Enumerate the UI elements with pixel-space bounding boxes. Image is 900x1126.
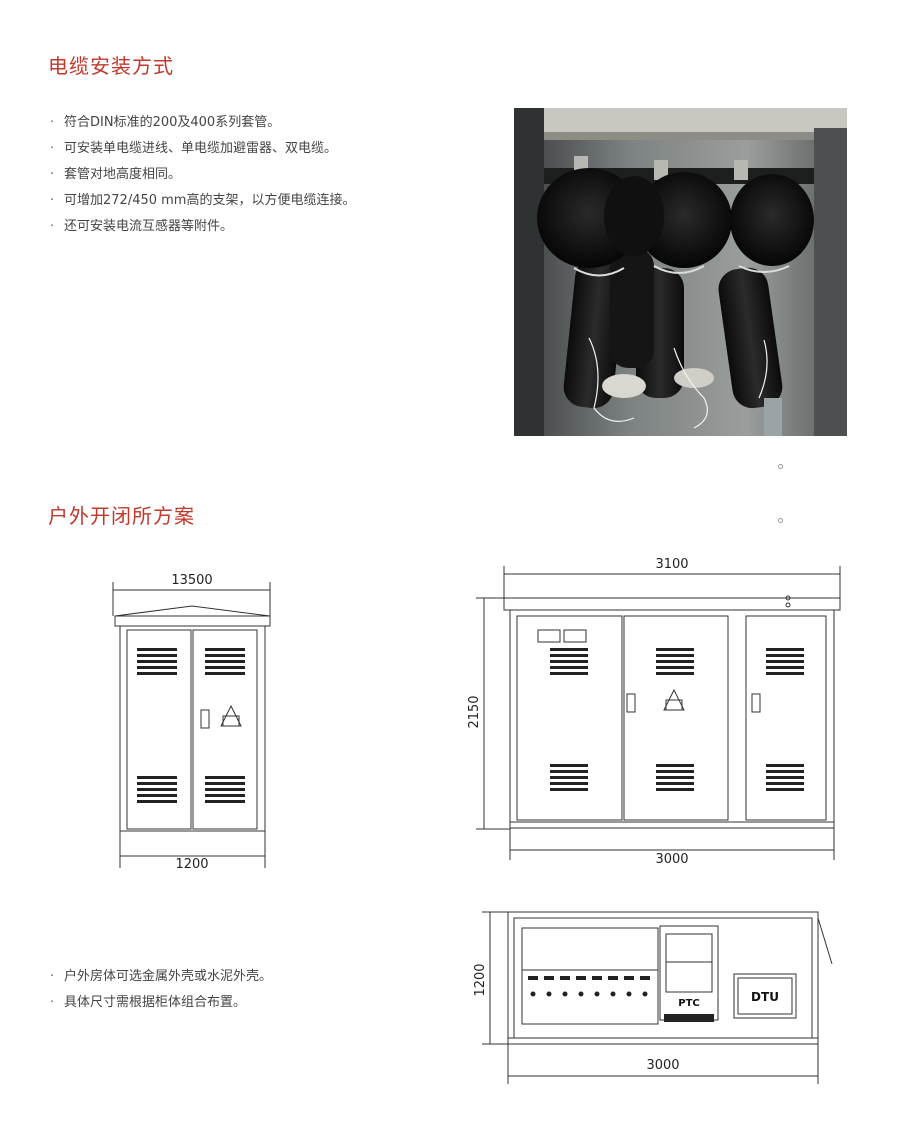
decorative-dot [778, 464, 783, 469]
dtu-label: DTU [751, 990, 779, 1004]
plan-view-bottom-dimension: 3000 [646, 1058, 679, 1073]
list-item: 还可安装电流互感器等附件。 [50, 214, 355, 240]
list-item: 可安装单电缆进线、单电缆加避雷器、双电缆。 [50, 136, 355, 162]
decorative-dot [778, 518, 783, 523]
plan-view-height-dimension: 1200 [473, 963, 488, 996]
ptc-label: PTC [678, 998, 700, 1009]
side-view-bottom-dimension: 1200 [175, 857, 208, 870]
outdoor-station-list: 户外房体可选金属外壳或水泥外壳。 具体尺寸需根据柜体组合布置。 [50, 964, 272, 1016]
front-view-height-dimension: 2150 [467, 695, 482, 728]
plan-view-drawing: PTC DTU 1200 3000 [473, 911, 833, 1084]
section-title-outdoor-switching-station: 户外开闭所方案 [48, 504, 195, 528]
side-view-top-dimension: 13500 [171, 573, 212, 588]
front-view-top-dimension: 3100 [655, 557, 688, 572]
front-view-drawing: 3100 2150 3000 [467, 557, 841, 864]
list-item: 具体尺寸需根据柜体组合布置。 [50, 990, 272, 1016]
list-item: 可增加272/450 mm高的支架，以方便电缆连接。 [50, 188, 355, 214]
list-item: 户外房体可选金属外壳或水泥外壳。 [50, 964, 272, 990]
side-view-drawing: 13500 1200 [112, 573, 271, 870]
cable-installation-list: 符合DIN标准的200及400系列套管。 可安装单电缆进线、单电缆加避雷器、双电… [50, 110, 355, 240]
cable-termination-photo [514, 108, 847, 436]
front-view-bottom-dimension: 3000 [655, 852, 688, 864]
list-item: 符合DIN标准的200及400系列套管。 [50, 110, 355, 136]
list-item: 套管对地高度相同。 [50, 162, 355, 188]
section-title-cable-installation: 电缆安装方式 [48, 54, 174, 78]
